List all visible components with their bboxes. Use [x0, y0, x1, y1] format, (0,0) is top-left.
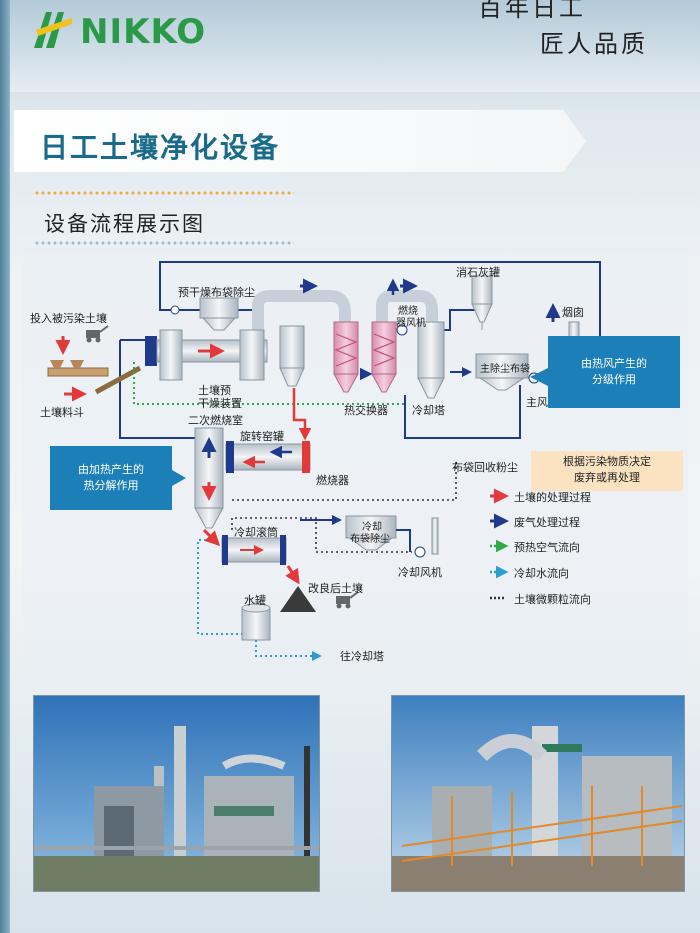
label-cooling-fan: 冷却风机 — [398, 566, 442, 579]
cooling-drum — [202, 528, 300, 585]
label-secondary-combustion: 二次燃烧室 — [188, 414, 243, 427]
thermal-decomposition-panel: 由加热产生的热分解作用 — [50, 446, 172, 510]
decision-line-2: 废弃或再处理 — [574, 470, 640, 484]
thermal-panel-arrow-icon — [172, 470, 186, 486]
label-main-bag-filter: 主除尘布袋 — [480, 364, 530, 375]
label-soil-hopper: 土壤料斗 — [40, 406, 84, 419]
poster-top-band — [10, 0, 700, 92]
hot-air-panel-line-1: 由热风产生的 — [581, 357, 647, 371]
legend-soil-process: 土壤的处理过程 — [514, 491, 591, 504]
decorative-dots — [34, 190, 294, 196]
plant-photo-1 — [33, 695, 320, 892]
label-combustion-fan-2: 器风机 — [396, 318, 426, 329]
label-chimney: 烟囱 — [562, 306, 584, 319]
excavator-icon — [86, 325, 109, 343]
label-soil-predryer-1: 土壤预 — [198, 384, 231, 397]
soil-fines-line — [231, 517, 412, 553]
plant-photo-2 — [391, 695, 685, 892]
lime-tank — [471, 275, 493, 330]
secondary-combustion-chamber — [194, 427, 224, 529]
label-heat-exchanger: 热交换器 — [344, 404, 388, 417]
excavator-icon-2 — [336, 591, 359, 609]
label-improved-soil: 改良后土壤 — [308, 582, 363, 595]
logo-text: NIKKO — [80, 12, 207, 52]
label-cooling-bag-filter-1: 冷却 — [362, 522, 382, 533]
slogan-line-2: 匠人品质 — [540, 30, 648, 58]
label-to-cooling-tower: 往冷却塔 — [340, 650, 384, 663]
thermal-panel-line-1: 由加热产生的 — [78, 463, 144, 477]
label-cooling-bag-filter-2: 布袋除尘 — [350, 534, 390, 545]
soil-predryer — [145, 329, 268, 381]
heat-exchanger — [333, 321, 397, 393]
decision-line-1: 根据污染物质决定 — [563, 455, 651, 468]
predry-bag-filter — [170, 297, 239, 331]
label-rotary-kiln: 旋转窑罐 — [240, 430, 284, 443]
legend-preheat-air: 预热空气流向 — [514, 541, 580, 554]
title-band — [14, 110, 586, 172]
label-combustion-fan-1: 燃烧 — [398, 306, 418, 317]
hot-air-classification-panel: 由热风产生的分级作用 — [548, 336, 680, 408]
hot-air-panel-line-2: 分级作用 — [592, 373, 636, 386]
main-bag-filter — [450, 353, 540, 391]
label-bag-dust: 布袋回收粉尘 — [452, 461, 518, 474]
label-water-tank: 水罐 — [244, 594, 266, 607]
slogan-line-1: 百年日工 — [478, 0, 586, 22]
rotary-kiln — [225, 441, 311, 473]
legend-soil-fines: 土壤微颗粒流向 — [514, 593, 591, 606]
thermal-panel-line-2: 热分解作用 — [83, 479, 139, 492]
disposal-decision-note: 根据污染物质决定 废弃或再处理 — [531, 451, 683, 491]
page-subtitle: 设备流程展示图 — [44, 212, 205, 236]
predryer-cyclone — [279, 325, 305, 387]
page-title: 日工土壤净化设备 — [40, 131, 281, 164]
duct-to-heat-exchanger — [252, 290, 351, 330]
water-tank — [241, 603, 271, 641]
legend-exhaust-process: 废气处理过程 — [514, 516, 580, 529]
cooling-tower — [417, 321, 445, 399]
label-contaminated-soil: 投入被污染土壤 — [30, 312, 107, 325]
nikko-logo: NIKKO — [32, 10, 252, 52]
dust-return-line — [232, 462, 457, 501]
label-cooling-drum: 冷却滚筒 — [234, 526, 278, 539]
decorative-dots-2 — [34, 240, 294, 246]
cooling-bag-filter — [300, 515, 439, 558]
label-predry-bag-filter: 预干燥布袋除尘 — [178, 286, 255, 299]
poster-left-strip — [0, 0, 10, 933]
improved-soil-pile — [280, 586, 316, 612]
label-burner: 燃烧器 — [316, 474, 349, 487]
combustion-fan — [396, 324, 408, 336]
cooling-water-line — [197, 539, 242, 635]
label-soil-predryer-2: 干燥装置 — [198, 397, 242, 410]
leaf-logo-icon — [34, 12, 72, 48]
label-lime-tank: 消石灰罐 — [456, 266, 500, 279]
label-cooling-tower: 冷却塔 — [412, 404, 445, 417]
soil-hopper — [47, 336, 142, 402]
cooling-water-out — [255, 640, 322, 661]
duct-to-fan — [376, 290, 438, 330]
legend-cooling-water: 冷却水流向 — [514, 567, 569, 580]
preheat-air-line — [133, 362, 404, 405]
hot-air-panel-arrow-icon — [530, 368, 548, 386]
